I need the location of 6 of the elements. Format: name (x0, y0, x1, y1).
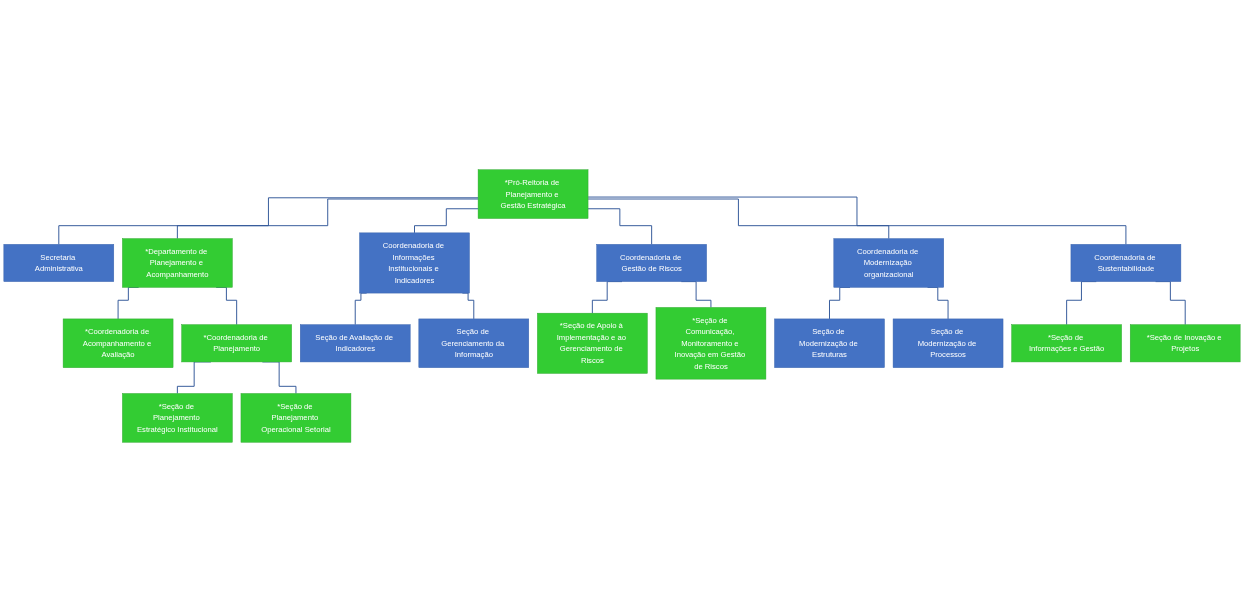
connector (58, 197, 479, 245)
connector (176, 198, 479, 240)
connector (587, 196, 1127, 245)
connector (587, 198, 890, 240)
connector (587, 208, 653, 245)
connector (414, 208, 479, 234)
